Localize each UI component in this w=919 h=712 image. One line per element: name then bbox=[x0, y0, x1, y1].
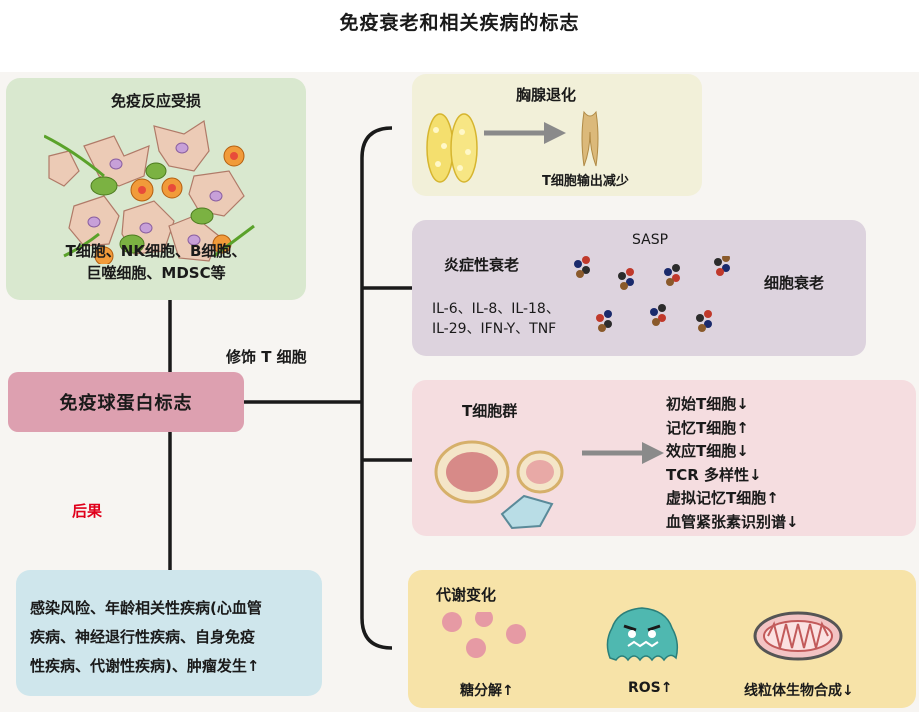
tcell-change-item: 虚拟记忆T细胞↑ bbox=[666, 489, 779, 507]
immune-cells-illustration bbox=[44, 119, 255, 264]
cytokine-molecule-icon bbox=[664, 264, 680, 286]
mito-label: 线粒体生物合成↓ bbox=[744, 683, 854, 699]
atrophied-thymus-icon bbox=[581, 110, 599, 167]
consequence-line3: 性疾病、代谢性疾病)、肿瘤发生↑ bbox=[30, 657, 260, 675]
ros-monster-icon bbox=[606, 607, 679, 662]
immune-response-title: 免疫反应受损 bbox=[110, 92, 201, 110]
tcell-change-item: 记忆T细胞↑ bbox=[666, 418, 749, 437]
consequence-box: 感染风险、年龄相关性疾病(心血管 疾病、神经退行性疾病、自身免疫 性疾病、代谢性… bbox=[16, 570, 322, 696]
inflammation-title: 炎症性衰老 bbox=[444, 256, 520, 274]
cytokines-line1: IL-6、IL-8、IL-18、 bbox=[432, 301, 560, 317]
page-title: 免疫衰老和相关疾病的标志 bbox=[339, 12, 580, 34]
thymus-icon bbox=[426, 113, 478, 183]
cytokine-molecule-icon bbox=[714, 256, 730, 276]
tcell-changes-list: 初始T细胞↓ 记忆T细胞↑ 效应T细胞↓ TCR 多样性↓ 虚拟记忆T细胞↑ 血… bbox=[666, 393, 799, 534]
cytokine-molecule-icon bbox=[596, 310, 612, 332]
cytokine-molecule-icon bbox=[574, 256, 590, 278]
tcell-change-item: 初始T细胞↓ bbox=[666, 395, 749, 413]
mitochondria-icon bbox=[753, 611, 843, 661]
cytokines-line2: IL-29、IFN-Y、TNF bbox=[432, 321, 557, 337]
metabolic-box: 代谢变化 糖分解↑ ROS↑ 线粒体生物合成↓ bbox=[408, 570, 916, 708]
metabolic-title: 代谢变化 bbox=[436, 586, 497, 604]
senescence-label: 细胞衰老 bbox=[764, 274, 825, 292]
tcell-change-item: 血管紧张素识别谱↓ bbox=[666, 512, 799, 531]
cytokine-molecule-icon bbox=[696, 310, 712, 332]
immune-cells-line1: T细胞、NK细胞、B细胞、 bbox=[65, 242, 247, 260]
sasp-label: SASP bbox=[632, 232, 669, 248]
tcell-title: T细胞群 bbox=[462, 402, 518, 420]
edge-label-modify: 修饰 T 细胞 bbox=[226, 348, 307, 366]
tcell-change-item: 效应T细胞↓ bbox=[666, 442, 749, 460]
center-node: 免疫球蛋白标志 bbox=[8, 372, 244, 432]
cytokine-molecule-icon bbox=[650, 304, 666, 326]
inflammation-box: SASP 炎症性衰老 IL-6、IL-8、IL-18、 IL-29、IFN-Y、… bbox=[412, 220, 866, 356]
thymus-title: 胸腺退化 bbox=[516, 86, 577, 104]
glycolysis-label: 糖分解↑ bbox=[460, 683, 514, 699]
glucose-icon bbox=[442, 612, 526, 658]
t-cell-icon bbox=[434, 440, 564, 530]
cytokine-molecule-icon bbox=[618, 268, 634, 290]
immune-response-box: 免疫反应受损 T细胞、NK细胞、B细 bbox=[6, 78, 306, 300]
tcell-box: T细胞群 初始T细胞↓ 记忆T细胞↑ 效应T细胞↓ TCR 多样性↓ 虚拟记忆T… bbox=[412, 380, 916, 536]
immune-cells-line2: 巨噬细胞、MDSC等 bbox=[86, 264, 226, 282]
cytokine-molecules bbox=[574, 256, 730, 332]
edge-label-consequence: 后果 bbox=[72, 502, 103, 520]
arrow-right-icon bbox=[582, 442, 664, 464]
consequence-line2: 疾病、神经退行性疾病、自身免疫 bbox=[30, 628, 256, 646]
thymus-box: 胸腺退化 T细胞输出减少 bbox=[412, 74, 702, 196]
consequence-line1: 感染风险、年龄相关性疾病(心血管 bbox=[30, 599, 262, 617]
arrow-right-icon bbox=[484, 122, 566, 144]
tcell-change-item: TCR 多样性↓ bbox=[666, 465, 762, 484]
thymus-caption: T细胞输出减少 bbox=[542, 174, 629, 189]
ros-label: ROS↑ bbox=[628, 680, 673, 696]
